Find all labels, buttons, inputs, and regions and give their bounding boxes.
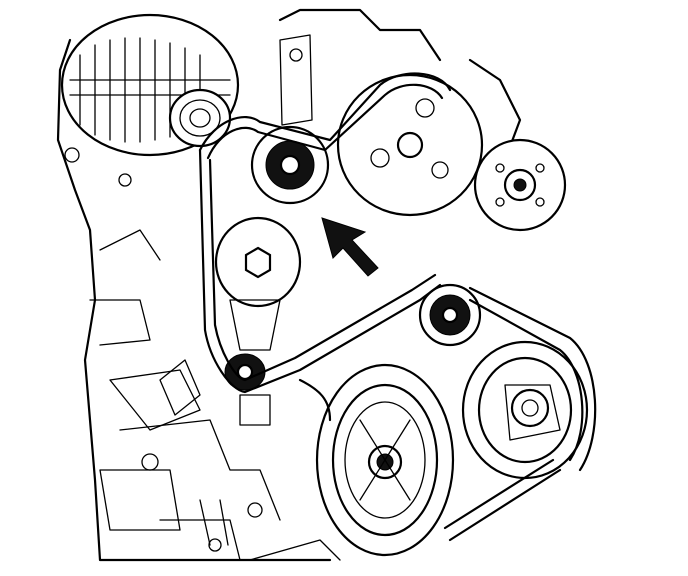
power-steering-pulley xyxy=(336,73,484,217)
engine-block xyxy=(56,8,522,562)
direction-arrow xyxy=(321,217,379,277)
tensioner-pulley xyxy=(214,216,302,351)
serpentine-belt xyxy=(198,72,597,542)
crankshaft-pulley xyxy=(315,363,455,557)
idler-pulley-center xyxy=(418,283,482,347)
alternator xyxy=(60,13,240,187)
water-pump-pulley xyxy=(473,138,567,232)
ac-compressor-pulley xyxy=(461,340,589,480)
idler-pulley-upper xyxy=(250,34,330,205)
